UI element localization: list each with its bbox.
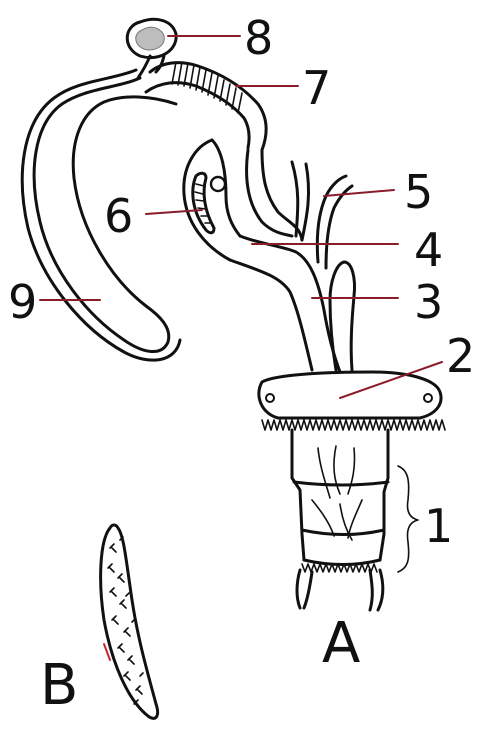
leader-6	[146, 210, 202, 214]
part-6-plate	[184, 140, 240, 260]
bracket-1	[398, 466, 418, 572]
part-1-segments	[292, 430, 388, 610]
part-5-branches	[292, 162, 352, 268]
structure-b-drawing	[101, 525, 158, 718]
label-b: B	[40, 653, 78, 718]
label-a: A	[322, 611, 360, 676]
part-3-projection	[330, 262, 355, 370]
label-2: 2	[446, 329, 475, 383]
label-5: 5	[404, 165, 433, 219]
label-3: 3	[414, 275, 443, 329]
label-6: 6	[104, 189, 133, 243]
label-1: 1	[424, 499, 453, 553]
part-7-coil	[146, 62, 266, 150]
structure-a-drawing	[22, 19, 445, 610]
label-4: 4	[414, 223, 443, 277]
label-7: 7	[302, 61, 331, 115]
leader-5	[324, 190, 394, 196]
label-9: 9	[8, 275, 37, 329]
label-8: 8	[244, 11, 273, 65]
part-2-plate	[259, 372, 445, 430]
part-4-duct	[230, 150, 340, 372]
part-9-curved-tube	[22, 70, 180, 360]
